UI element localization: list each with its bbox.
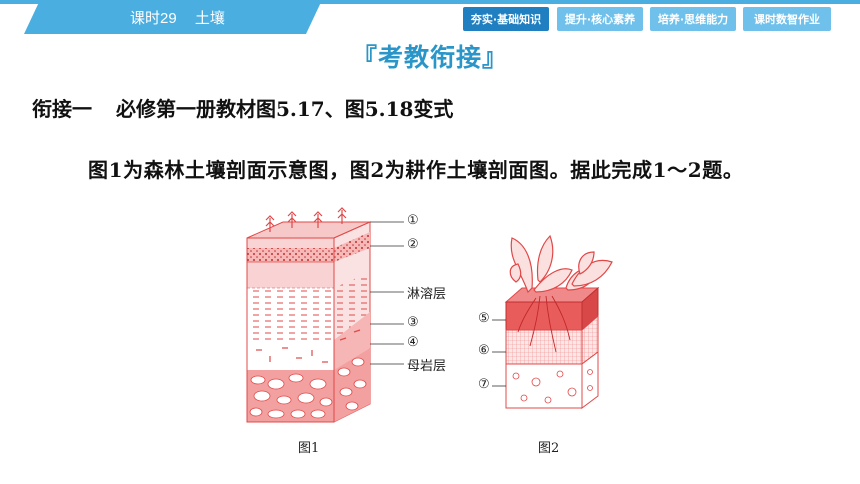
fig1-label-bedrock: 母岩层	[407, 359, 447, 374]
fig1-label-4: ④	[407, 335, 419, 350]
fig1-label-3: ③	[407, 315, 419, 330]
fig1-label-1: ①	[407, 213, 419, 228]
fig1-label-leaching: 淋溶层	[407, 287, 447, 302]
question-text: 图1为森林土壤剖面示意图，图2为耕作土壤剖面图。据此完成1～2题。	[88, 158, 744, 182]
heading-prefix: 衔接一	[32, 97, 92, 121]
lesson-title: 土壤	[194, 10, 225, 27]
figure1-soil-block	[246, 207, 404, 423]
tab-basic-knowledge[interactable]: 夯实·基础知识	[463, 7, 549, 31]
lesson-number: 课时29	[130, 10, 177, 27]
fig2-caption: 图2	[538, 441, 560, 456]
fig2-label-7: ⑦	[478, 377, 490, 392]
lesson-label: 课时29 土壤	[130, 7, 239, 28]
section-title: 『考教衔接』	[351, 43, 508, 72]
heading-text: 必修第一册教材图5.17、图5.18变式	[116, 97, 454, 121]
banner-background	[0, 0, 860, 34]
tab-homework[interactable]: 课时数智作业	[743, 7, 831, 31]
top-banner: 课时29 土壤 夯实·基础知识 提升·核心素养 培养·思维能力 课时数智作业	[0, 0, 860, 36]
connection-heading: 衔接一必修第一册教材图5.17、图5.18变式	[32, 93, 453, 122]
fig1-label-2: ②	[407, 237, 419, 252]
tab-core-literacy[interactable]: 提升·核心素养	[557, 7, 643, 31]
tab-thinking-ability[interactable]: 培养·思维能力	[650, 7, 736, 31]
fig2-label-6: ⑥	[478, 343, 490, 358]
fig2-label-5: ⑤	[478, 311, 490, 326]
figure2-soil-block	[492, 234, 613, 409]
fig1-caption: 图1	[298, 441, 320, 456]
